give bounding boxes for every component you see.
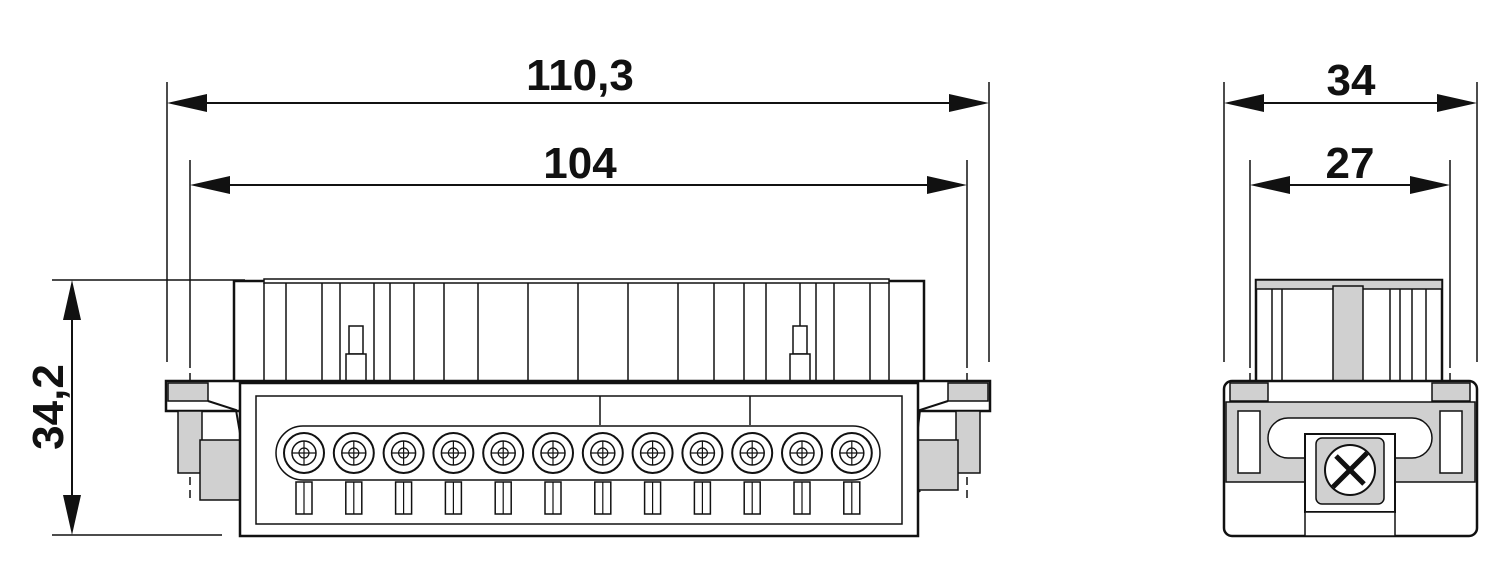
flange-screw-right — [947, 382, 989, 402]
arrow-left-icon — [167, 94, 207, 112]
upper-housing — [232, 279, 926, 385]
arrow-right-icon — [1410, 176, 1450, 194]
latch-post-left — [348, 325, 364, 355]
side-dimensions: 34 27 — [1223, 56, 1478, 500]
dim-label-pitch-width: 104 — [543, 139, 617, 188]
contact-terminal — [681, 432, 724, 515]
latch-post-right — [792, 325, 808, 355]
guide-pin-right — [955, 410, 981, 474]
flange-screw-left — [167, 382, 209, 402]
housing-ribs — [263, 283, 890, 381]
contact-terminal — [532, 432, 574, 515]
arrow-left-icon — [1224, 94, 1264, 112]
side-screw-right — [1431, 382, 1471, 402]
contact-terminal — [830, 432, 873, 515]
contact-terminal — [781, 432, 823, 515]
arrow-up-icon — [63, 280, 81, 320]
side-view-part — [1222, 278, 1479, 538]
contact-terminal — [482, 432, 525, 515]
guide-pin-left — [177, 410, 203, 474]
latch-post-right-base — [789, 353, 811, 383]
side-block-right — [915, 439, 959, 491]
arrow-right-icon — [949, 94, 989, 112]
contact-terminal — [581, 432, 624, 515]
contact-terminal — [631, 432, 674, 515]
contact-terminal — [382, 432, 425, 515]
arrow-right-icon — [927, 176, 967, 194]
screw-slot — [1334, 454, 1366, 486]
contact-terminal — [283, 432, 325, 515]
contact-terminal — [731, 432, 774, 515]
dim-label-side-overall: 34 — [1327, 56, 1376, 105]
arrow-right-icon — [1437, 94, 1477, 112]
side-base-tab — [1304, 511, 1396, 537]
dim-label-height: 34,2 — [24, 364, 73, 450]
upper-housing-lip — [263, 278, 890, 284]
arrow-left-icon — [190, 176, 230, 194]
side-screw-left — [1229, 382, 1269, 402]
arrow-left-icon — [1250, 176, 1290, 194]
contact-strip — [275, 425, 881, 481]
side-latch — [1332, 285, 1364, 384]
side-pin-left — [1237, 410, 1261, 474]
contact-terminal — [432, 432, 475, 515]
contact-terminal — [332, 432, 375, 515]
side-block-left — [199, 439, 243, 501]
front-dimensions: 110,3 104 34,2 — [24, 51, 990, 536]
dim-label-side-pitch: 27 — [1326, 139, 1375, 188]
arrow-down-icon — [63, 495, 81, 535]
dim-label-overall-width: 110,3 — [526, 51, 634, 100]
contact-terminals — [283, 432, 873, 515]
side-pin-right — [1439, 410, 1463, 474]
front-view-part — [164, 278, 992, 538]
latch-post-left-base — [345, 353, 367, 383]
